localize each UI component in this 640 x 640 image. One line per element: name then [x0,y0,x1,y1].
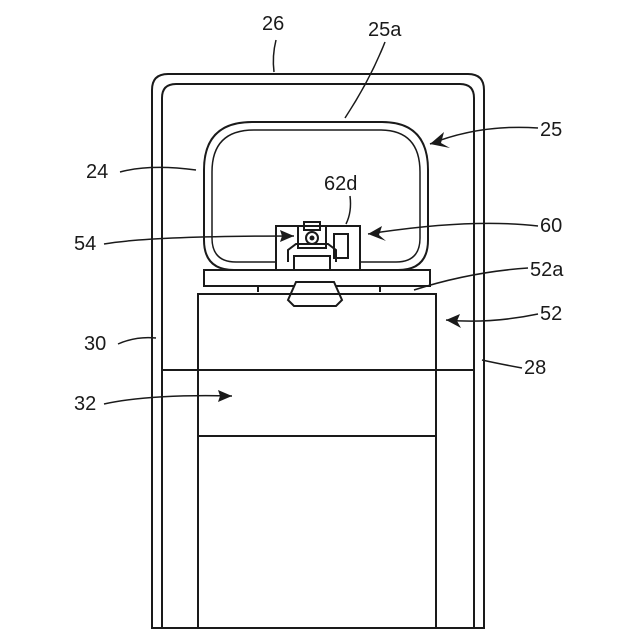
label-62d: 62d [324,173,357,195]
ledge [204,270,430,306]
arrow-60 [368,226,386,241]
housing-26 [152,74,484,628]
label-32: 32 [74,393,96,415]
body-52 [198,294,436,628]
label-24: 24 [86,161,108,183]
label-25a: 25a [368,19,402,41]
label-52a: 52a [530,259,564,281]
label-30: 30 [84,333,106,355]
arrow-32 [218,390,232,402]
label-25: 25 [540,119,562,141]
arrow-25 [430,132,450,148]
label-60: 60 [540,215,562,237]
label-28: 28 [524,357,546,379]
region-32 [162,370,474,436]
label-54: 54 [74,233,96,255]
label-26: 26 [262,13,284,35]
label-52: 52 [540,303,562,325]
